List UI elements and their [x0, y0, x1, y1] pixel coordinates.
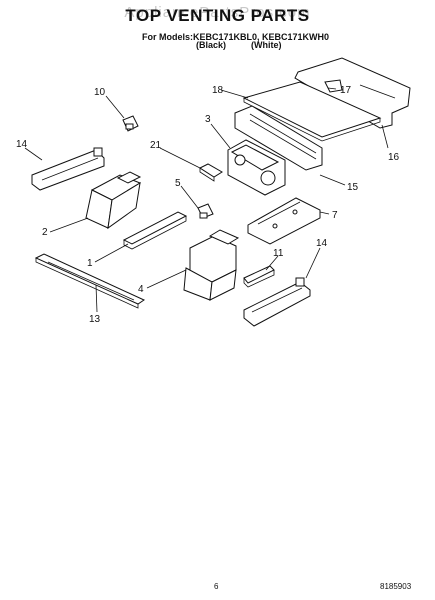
- callout-13: 13: [89, 314, 101, 325]
- callout-5: 5: [175, 178, 181, 189]
- part-3-blower: [227, 139, 286, 196]
- part-21-resistor: [198, 163, 223, 182]
- leader-lines: [24, 87, 389, 313]
- callout-14-left: 14: [16, 139, 28, 150]
- page-title: TOP VENTING PARTS: [125, 6, 310, 25]
- callout-15: 15: [347, 182, 359, 193]
- document-number: 8185903: [380, 582, 412, 591]
- part-5-switch: [197, 203, 214, 219]
- callout-2: 2: [42, 227, 48, 238]
- callout-21: 21: [150, 140, 162, 151]
- part-4-housing: [183, 229, 240, 301]
- part-14-right-bracket: [243, 277, 311, 327]
- callout-18: 18: [212, 85, 224, 96]
- part-11-terminal-block: [243, 265, 275, 288]
- part-18-vent-cover: [242, 81, 382, 142]
- callout-14-right: 14: [316, 238, 328, 249]
- callout-16: 16: [388, 152, 400, 163]
- color-white-label: (White): [251, 40, 282, 50]
- callout-1: 1: [87, 258, 93, 269]
- part-10-switch: [122, 115, 139, 132]
- callout-17: 17: [340, 85, 352, 96]
- callout-4: 4: [138, 284, 144, 295]
- part-13-rail: [34, 253, 146, 309]
- callout-3: 3: [205, 114, 211, 125]
- color-black-label: (Black): [196, 40, 227, 50]
- callouts: 18 17 16 3 10 14 21 5 15 7 2 1 4 11 14 1…: [16, 85, 400, 325]
- part-7-plate: [247, 197, 321, 245]
- page-number: 6: [214, 582, 219, 591]
- part-2-duct: [85, 171, 142, 230]
- callout-10: 10: [94, 87, 106, 98]
- watermark: AppliancePartsPros.com: [124, 4, 311, 21]
- callout-7: 7: [332, 210, 338, 221]
- part-15-bracket: [234, 105, 323, 171]
- callout-11: 11: [273, 248, 284, 259]
- part-14-left-bracket: [31, 147, 105, 191]
- models-line: For Models:KEBC171KBL0, KEBC171KWH0: [142, 32, 330, 42]
- part-1-strip: [122, 211, 188, 250]
